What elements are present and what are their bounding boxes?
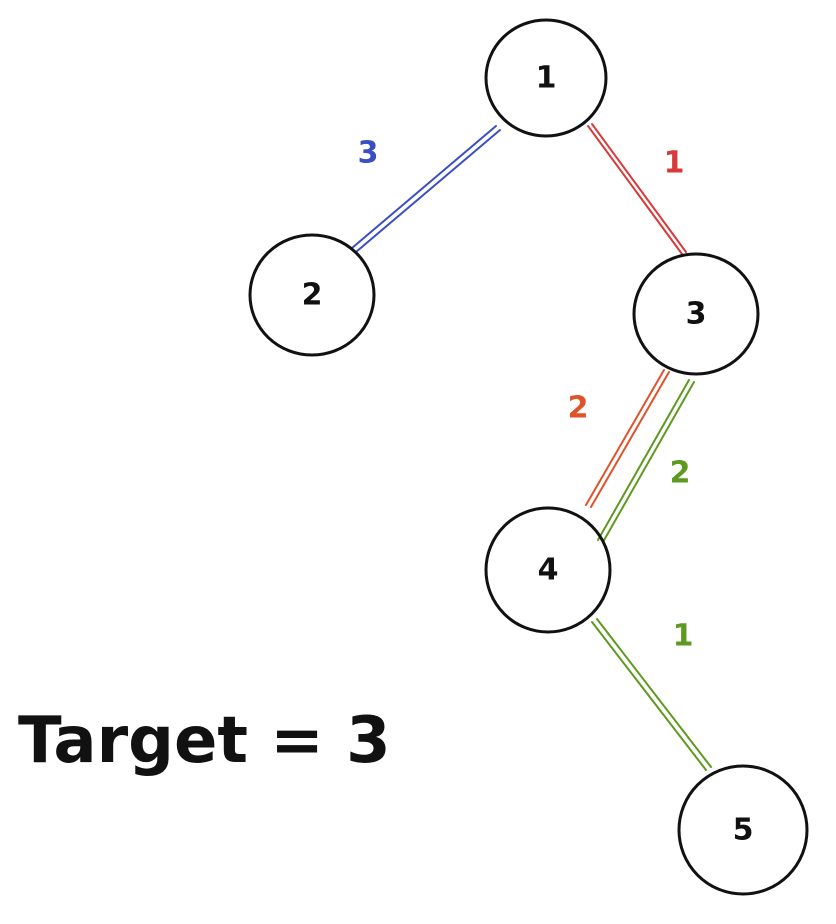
weight-label-1-2: 3	[358, 136, 379, 171]
tree-node-5: 5	[677, 764, 809, 896]
tree-node-1: 1	[484, 18, 608, 138]
edge-3-4-orange-line-b	[590, 371, 670, 508]
edge-3-4-green-line-a	[597, 379, 690, 541]
edge-4-5	[591, 618, 712, 771]
edge-1-2-line-a	[351, 125, 497, 249]
node-label-5: 5	[733, 813, 754, 848]
edge-4-5-line-b	[596, 618, 712, 768]
edge-1-3-line-a	[587, 125, 683, 255]
weight-label-3-4-orange: 2	[568, 391, 589, 426]
node-label-3: 3	[686, 297, 707, 332]
weight-label-4-5: 1	[673, 619, 694, 654]
target-label: Target = 3	[18, 704, 391, 778]
edge-4-5-line-a	[591, 621, 707, 771]
node-circle-5	[677, 764, 809, 896]
edge-3-4-orange	[585, 369, 670, 508]
node-circle-1	[484, 18, 608, 138]
tree-node-2: 2	[248, 233, 376, 357]
edge-1-2	[351, 125, 501, 253]
node-circle-3	[632, 252, 760, 376]
edge-3-4-green	[597, 379, 695, 543]
tree-node-4: 4	[484, 506, 612, 634]
node-circle-4	[484, 506, 612, 634]
edge-1-3	[587, 123, 687, 255]
node-label-4: 4	[538, 553, 559, 588]
edge-3-4-orange-line-a	[585, 369, 665, 506]
node-label-2: 2	[302, 278, 323, 313]
node-circle-2	[248, 233, 376, 357]
weight-label-1-3: 1	[664, 146, 685, 181]
edge-3-4-green-line-b	[602, 381, 695, 543]
tree-node-3: 3	[632, 252, 760, 376]
weight-label-3-4-green: 2	[670, 456, 691, 491]
node-label-1: 1	[536, 61, 557, 96]
edge-1-3-line-b	[591, 123, 687, 253]
edge-1-2-line-b	[355, 129, 501, 253]
